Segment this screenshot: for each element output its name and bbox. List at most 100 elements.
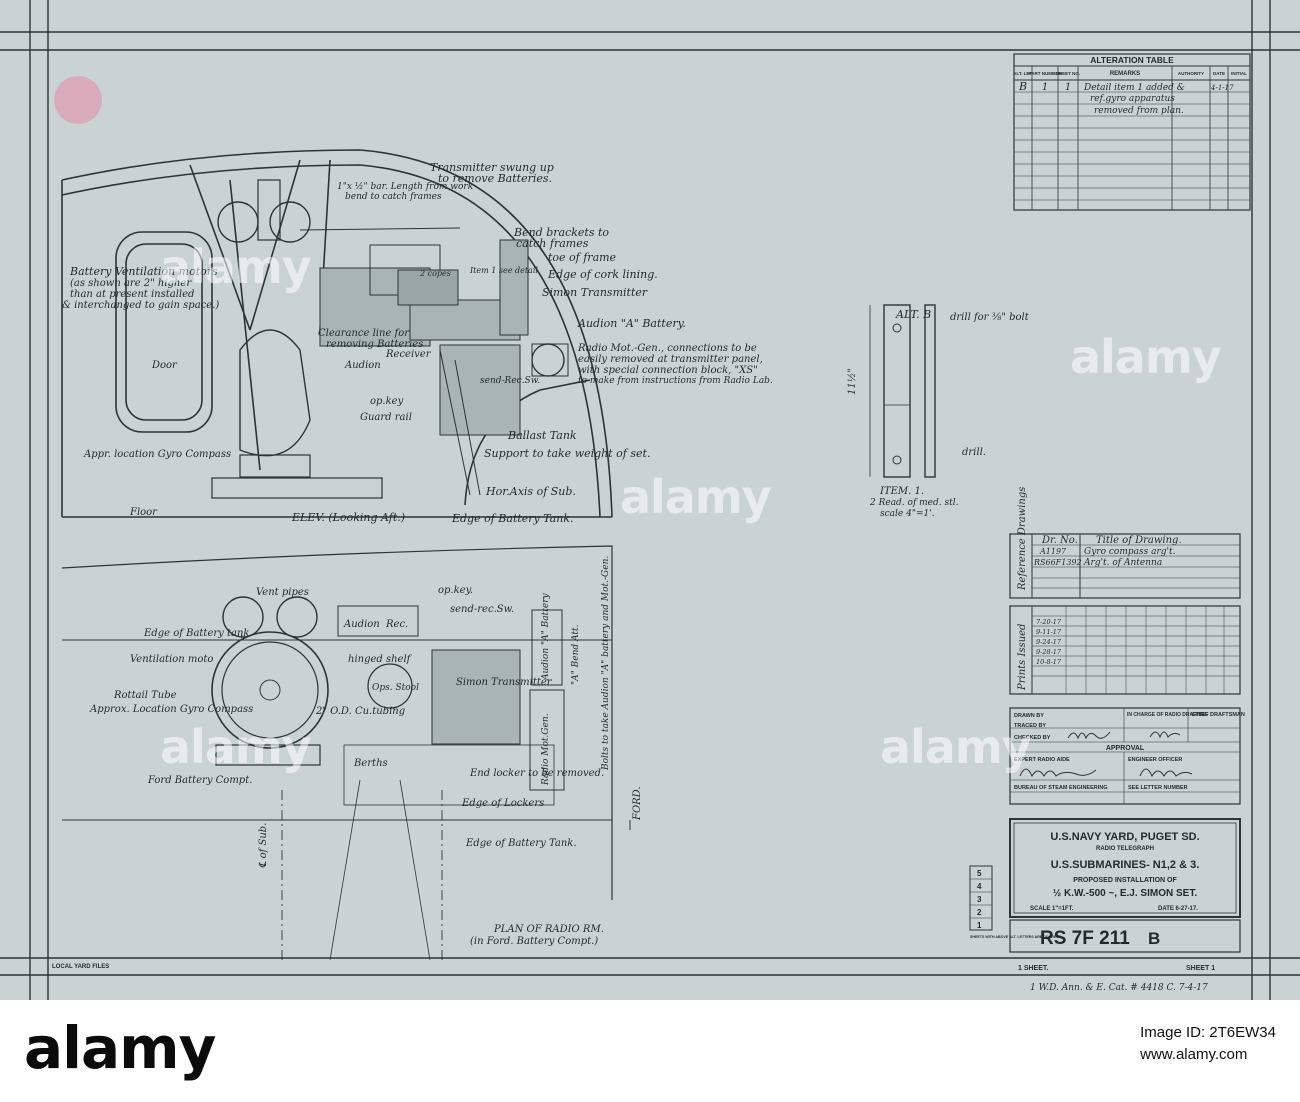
plan-label-berths: Berths [353,758,388,769]
plan-label-hinged-shelf: hinged shelf [348,654,413,665]
plan-view: Vent pipes op.key. send-rec.Sw. Edge of … [61,545,643,961]
elev-label-cork: Edge of cork lining. [547,268,658,281]
elev-label-audion: Audion [344,360,381,371]
prints-side-label: Prints Issued [1017,624,1028,691]
prints-date-4: 9-28-17 [1036,648,1062,656]
alt-row-date: 4-1-17 [1210,84,1234,92]
ref-row-2-no: RS66F1392 [1033,558,1082,567]
alt-header-remarks: REMARKS [1110,71,1140,77]
alt-header-sheet: SHEET NO. [1056,71,1080,76]
title-set: ½ K.W.-500 ~, E.J. SIMON SET. [1053,888,1197,899]
elev-label-radio-mot-1: Radio Mot.-Gen., connections to be [577,343,757,354]
sig-chief: CHIEF DRAFTSMAN [1192,712,1245,718]
alt-header-initial: INITIAL [1231,71,1247,76]
sheet-num-5: 5 [977,869,982,878]
sheet-num-4: 4 [977,882,982,891]
detail-item: ITEM. 1. [879,486,924,497]
elev-label-radio-mot-2: easily removed at transmitter panel, [578,354,763,365]
plan-label-send-rec: send-rec.Sw. [450,604,514,615]
alt-row-remarks-3: removed from plan. [1094,106,1184,116]
elev-label-floor: Floor [129,507,158,518]
plan-label-radio-motgen: Radio Mot.Gen. [541,713,551,786]
plan-label-ford: FORD. [632,786,643,821]
elev-label-hor-axis: Hor.Axis of Sub. [485,485,576,498]
signature-expert [1019,768,1097,778]
elev-label-door: Door [151,360,178,371]
elev-label-receiver: Receiver [385,349,432,360]
alt-row-let: B [1018,80,1027,93]
elev-label-bar: 1"x ½" bar. Length from work [337,181,473,192]
sig-bureau: BUREAU OF STEAM ENGINEERING [1014,785,1108,791]
plan-label-audion: Audion [343,619,380,630]
elev-label-battery-vent-2: (as shown are 2" higher [70,278,192,289]
elev-label-simon: Simon Transmitter [542,286,648,299]
detail-scale: scale 4"=1'. [880,509,935,519]
elev-label-clearance-2: removing Batteries [326,339,423,350]
ref-col-no: Dr. No. [1041,535,1078,546]
elev-label-op-key: op.key [370,396,404,407]
elev-label-gyro: Appr. location Gyro Compass [83,449,231,460]
plan-title-1: PLAN OF RADIO RM. [493,924,604,935]
plan-label-od-tubing: 2" O.D. Cu.tubing [315,706,405,717]
signature-in-charge [1149,731,1181,739]
elev-label-to-remove: to remove Batteries. [438,172,552,185]
elev-label-transmitter-swung: Transmitter swung up [430,161,554,174]
footer-local-yard: LOCAL YARD FILES [52,964,109,970]
plan-label-audion-battery: Audion "A" Battery [541,593,551,681]
title-dept: RADIO TELEGRAPH [1096,846,1154,852]
title-date: DATE 6-27-17. [1158,906,1198,912]
detail-drill-bolt: drill for ⅜" bolt [950,312,1030,323]
sig-approval: APPROVAL [1106,745,1145,752]
plan-label-edge-battery-tank: Edge of Battery tank [143,628,249,639]
alteration-title: ALTERATION TABLE [1090,55,1174,65]
footer-sheet-no: SHEET 1 [1186,965,1215,972]
ref-row-1-title: Gyro compass arg't. [1084,547,1176,557]
plan-label-end-locker: End locker to be removed. [469,768,604,779]
elev-label-edge-battery-tank: Edge of Battery Tank. [451,512,574,525]
footer-note: 1 W.D. Ann. & E. Cat. # 4418 C. 7-4-17 [1030,983,1208,993]
plan-label-approx-gyro: Approx. Location Gyro Compass [89,704,253,715]
elev-label-battery-vent-3: than at present installed [70,289,194,300]
sig-checked-by: CHECKED BY [1014,735,1051,741]
prints-date-5: 10-8-17 [1036,658,1062,666]
stock-footer-bar: alamy Image ID: 2T6EW34 www.alamy.com [0,1000,1300,1102]
alt-header-let: ALT. LET. [1013,71,1033,76]
sheet-footer: LOCAL YARD FILES 1 SHEET. SHEET 1 1 W.D.… [52,964,1215,993]
prints-issued-table: Prints Issued 7-20-17 9-11-17 9-24-17 9-… [1009,605,1241,695]
elev-label-radio-mot-3: with special connection block, "XS" [578,365,758,376]
plan-label-ford-battery: Ford Battery Compt. [147,775,252,786]
sheet-num-3: 3 [977,895,982,904]
sheet-num-2: 2 [977,908,982,917]
detail-drill: drill. [962,447,986,458]
detail-alt-b: ALT. B drill for ⅜" bolt drill. 11½" ITE… [847,304,1030,519]
sig-in-charge: IN CHARGE OF RADIO DRAFTING [1127,712,1208,718]
title-scale: SCALE 1"=1FT. [1030,906,1074,912]
alt-header-authority: AUTHORITY [1178,71,1204,76]
alt-row-part: 1 [1042,82,1048,93]
prints-date-1: 7-20-17 [1036,618,1062,626]
sig-expert: EXPERT RADIO AIDE [1014,757,1070,763]
prints-date-2: 9-11-17 [1036,628,1062,636]
prints-date-3: 9-24-17 [1036,638,1062,646]
plan-label-rotail: Rottail Tube [113,690,177,701]
elev-label-toe: toe of frame [548,251,617,264]
plan-title-2: (in Ford. Battery Compt.) [470,936,598,947]
sheets-with-note: SHEETS WITH ABOVE ALT. LETTERS ARE CORRE… [970,935,1062,939]
elevation-view: Transmitter swung up to remove Batteries… [61,149,773,525]
elevation-title: ELEV. (Looking Aft.) [291,511,405,524]
sig-engineer: ENGINEER OFFICER [1128,757,1182,763]
plan-label-edge-battery-tank2: Edge of Battery Tank. [465,838,577,849]
signature-engineer [1139,768,1193,778]
sheet-num-1: 1 [977,921,982,930]
alt-header-date: DATE [1213,71,1225,76]
title-yard: U.S.NAVY YARD, PUGET SD. [1050,831,1199,843]
title-block: U.S.NAVY YARD, PUGET SD. RADIO TELEGRAPH… [969,818,1241,953]
elev-label-catch-frames: catch frames [516,237,589,250]
site-url: www.alamy.com [1140,1046,1248,1063]
sig-drawn-by: DRAWN BY [1014,713,1044,719]
stock-info: Image ID: 2T6EW34 www.alamy.com [1140,1022,1276,1066]
watermark-text: alamy [620,470,772,524]
footer-sheet-count: 1 SHEET. [1018,965,1048,972]
title-proposed: PROPOSED INSTALLATION OF [1073,877,1177,884]
plan-label-op-key: op.key. [438,585,473,596]
